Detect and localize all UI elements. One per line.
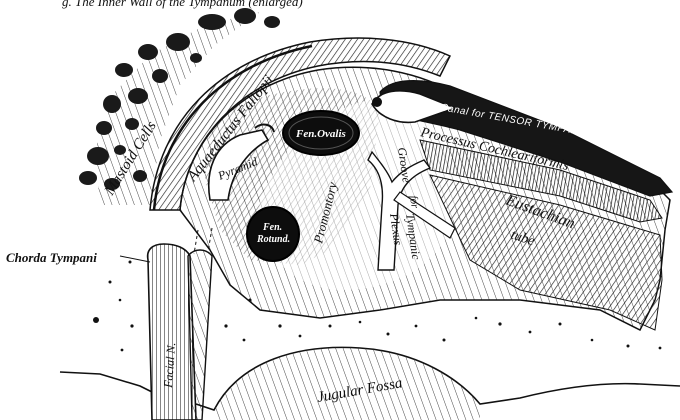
label-groove-for: for [407,195,421,210]
top-caption: g. The Inner Wall of the Tympanum (enlar… [62,0,303,9]
label-chorda-tympani: Chorda Tympani [6,250,97,265]
label-fen-rot-1: Fen. [262,222,282,233]
label-fen-rot-2: Rotund. [256,234,290,245]
chorda-pointer [120,256,150,262]
facial-nerve [148,228,212,420]
label-fenestra-ovalis: Fen.Ovalis [295,128,346,140]
